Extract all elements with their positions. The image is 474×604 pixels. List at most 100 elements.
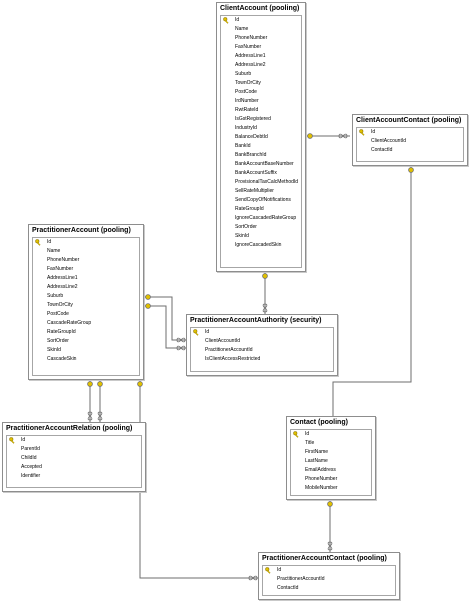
column-row[interactable]: PostCode <box>221 88 301 97</box>
table-title: PractitionerAccountAuthority (security) <box>190 317 322 324</box>
column-row[interactable]: PostCode <box>33 310 139 319</box>
column-name: Title <box>305 440 315 446</box>
column-row[interactable]: AddressLine2 <box>33 283 139 292</box>
column-name: SkinId <box>235 233 249 239</box>
column-row[interactable]: SortOrder <box>33 337 139 346</box>
primary-key-icon <box>359 129 365 136</box>
column-name: TownOrCity <box>47 302 73 308</box>
column-row[interactable]: IgnoreCascadedRateGroup <box>221 214 301 223</box>
column-row[interactable]: RateGroupId <box>33 328 139 337</box>
column-row[interactable]: Title <box>291 439 371 448</box>
table-practitioner-account-relation[interactable]: PractitionerAccountRelation (pooling) Id… <box>2 422 146 492</box>
column-row[interactable]: FaxNumber <box>33 265 139 274</box>
column-row[interactable]: ClientAccountId <box>357 137 463 146</box>
column-row[interactable]: PhoneNumber <box>291 475 371 484</box>
column-row[interactable]: ClientAccountId <box>191 337 333 346</box>
column-row[interactable]: Id <box>263 566 395 575</box>
column-row[interactable]: MobileNumber <box>291 484 371 493</box>
column-row[interactable]: PhoneNumber <box>221 34 301 43</box>
many-end-icon <box>248 575 258 581</box>
column-row[interactable]: Id <box>357 128 463 137</box>
column-row[interactable]: CascadeRateGroup <box>33 319 139 328</box>
column-row[interactable]: Suburb <box>33 292 139 301</box>
column-row[interactable]: SkinId <box>33 346 139 355</box>
key-end-icon <box>87 381 93 387</box>
column-row[interactable]: CascadeSkin <box>33 355 139 364</box>
many-end-icon <box>327 541 333 551</box>
column-name: PhoneNumber <box>305 476 338 482</box>
column-row[interactable]: PhoneNumber <box>33 256 139 265</box>
column-row[interactable]: TownOrCity <box>221 79 301 88</box>
column-row[interactable]: Id <box>291 430 371 439</box>
column-name: Id <box>205 329 210 335</box>
table-title: PractitionerAccountContact (pooling) <box>262 555 387 562</box>
table-title: ClientAccountContact (pooling) <box>356 117 462 124</box>
relationship-endpoints <box>87 133 414 581</box>
primary-key-icon <box>265 567 271 574</box>
column-row[interactable]: TownOrCity <box>33 301 139 310</box>
column-row[interactable]: Identifier <box>7 472 141 481</box>
column-name: Name <box>235 26 249 32</box>
column-name: PostCode <box>235 89 257 95</box>
column-row[interactable]: IsGstRegistered <box>221 115 301 124</box>
many-end-icon <box>87 411 93 421</box>
column-row[interactable]: ParentId <box>7 445 141 454</box>
column-name: Name <box>47 248 61 254</box>
column-row[interactable]: BankId <box>221 142 301 151</box>
column-row[interactable]: FirstName <box>291 448 371 457</box>
column-row[interactable]: LastName <box>291 457 371 466</box>
table-title: PractitionerAccount (pooling) <box>32 227 131 234</box>
column-row[interactable]: SellRateMultiplier <box>221 187 301 196</box>
column-name: ClientAccountId <box>371 138 407 144</box>
column-row[interactable]: Name <box>33 247 139 256</box>
column-row[interactable]: RwtRateId <box>221 106 301 115</box>
table-practitioner-account-authority[interactable]: PractitionerAccountAuthority (security) … <box>186 314 338 376</box>
column-row[interactable]: IrdNumber <box>221 97 301 106</box>
column-row[interactable]: Suburb <box>221 70 301 79</box>
column-name: CascadeRateGroup <box>47 320 92 326</box>
column-row[interactable]: Name <box>221 25 301 34</box>
column-row[interactable]: SendCopyOfNotifications <box>221 196 301 205</box>
column-row[interactable]: IndustryId <box>221 124 301 133</box>
column-row[interactable]: Accepted <box>7 463 141 472</box>
column-name: Id <box>21 437 26 443</box>
column-name: PractitionerAccountId <box>277 576 325 582</box>
column-row[interactable]: ProvisionalTaxCalcMethodId <box>221 178 301 187</box>
column-row[interactable]: BankAccountBaseNumber <box>221 160 301 169</box>
column-row[interactable]: BankAccountSuffix <box>221 169 301 178</box>
column-name: MobileNumber <box>305 485 338 491</box>
column-row[interactable]: SortOrder <box>221 223 301 232</box>
column-name: SortOrder <box>47 338 69 344</box>
column-row[interactable]: AddressLine1 <box>221 52 301 61</box>
column-row[interactable]: ContactId <box>263 584 395 593</box>
primary-key-icon <box>35 239 41 246</box>
column-row[interactable]: AddressLine2 <box>221 61 301 70</box>
column-row[interactable]: Id <box>7 436 141 445</box>
column-row[interactable]: IgnoreCascadedSkin <box>221 241 301 250</box>
column-row[interactable]: Id <box>191 328 333 337</box>
column-row[interactable]: ContactId <box>357 146 463 155</box>
column-name: AddressLine1 <box>235 53 266 59</box>
column-row[interactable]: FaxNumber <box>221 43 301 52</box>
column-row[interactable]: PractitionerAccountId <box>263 575 395 584</box>
column-row[interactable]: BalanceDebtId <box>221 133 301 142</box>
column-row[interactable]: ChildId <box>7 454 141 463</box>
column-row[interactable]: RateGroupId <box>221 205 301 214</box>
key-end-icon <box>145 294 151 300</box>
column-row[interactable]: Id <box>33 238 139 247</box>
key-end-icon <box>145 303 151 309</box>
column-row[interactable]: SkinId <box>221 232 301 241</box>
column-row[interactable]: EmailAddress <box>291 466 371 475</box>
key-end-icon <box>408 167 414 173</box>
column-row[interactable]: BankBranchId <box>221 151 301 160</box>
column-row[interactable]: Id <box>221 16 301 25</box>
column-row[interactable]: AddressLine1 <box>33 274 139 283</box>
column-row[interactable]: IsClientAccessRestricted <box>191 355 333 364</box>
column-row[interactable]: PractitionerAccountId <box>191 346 333 355</box>
